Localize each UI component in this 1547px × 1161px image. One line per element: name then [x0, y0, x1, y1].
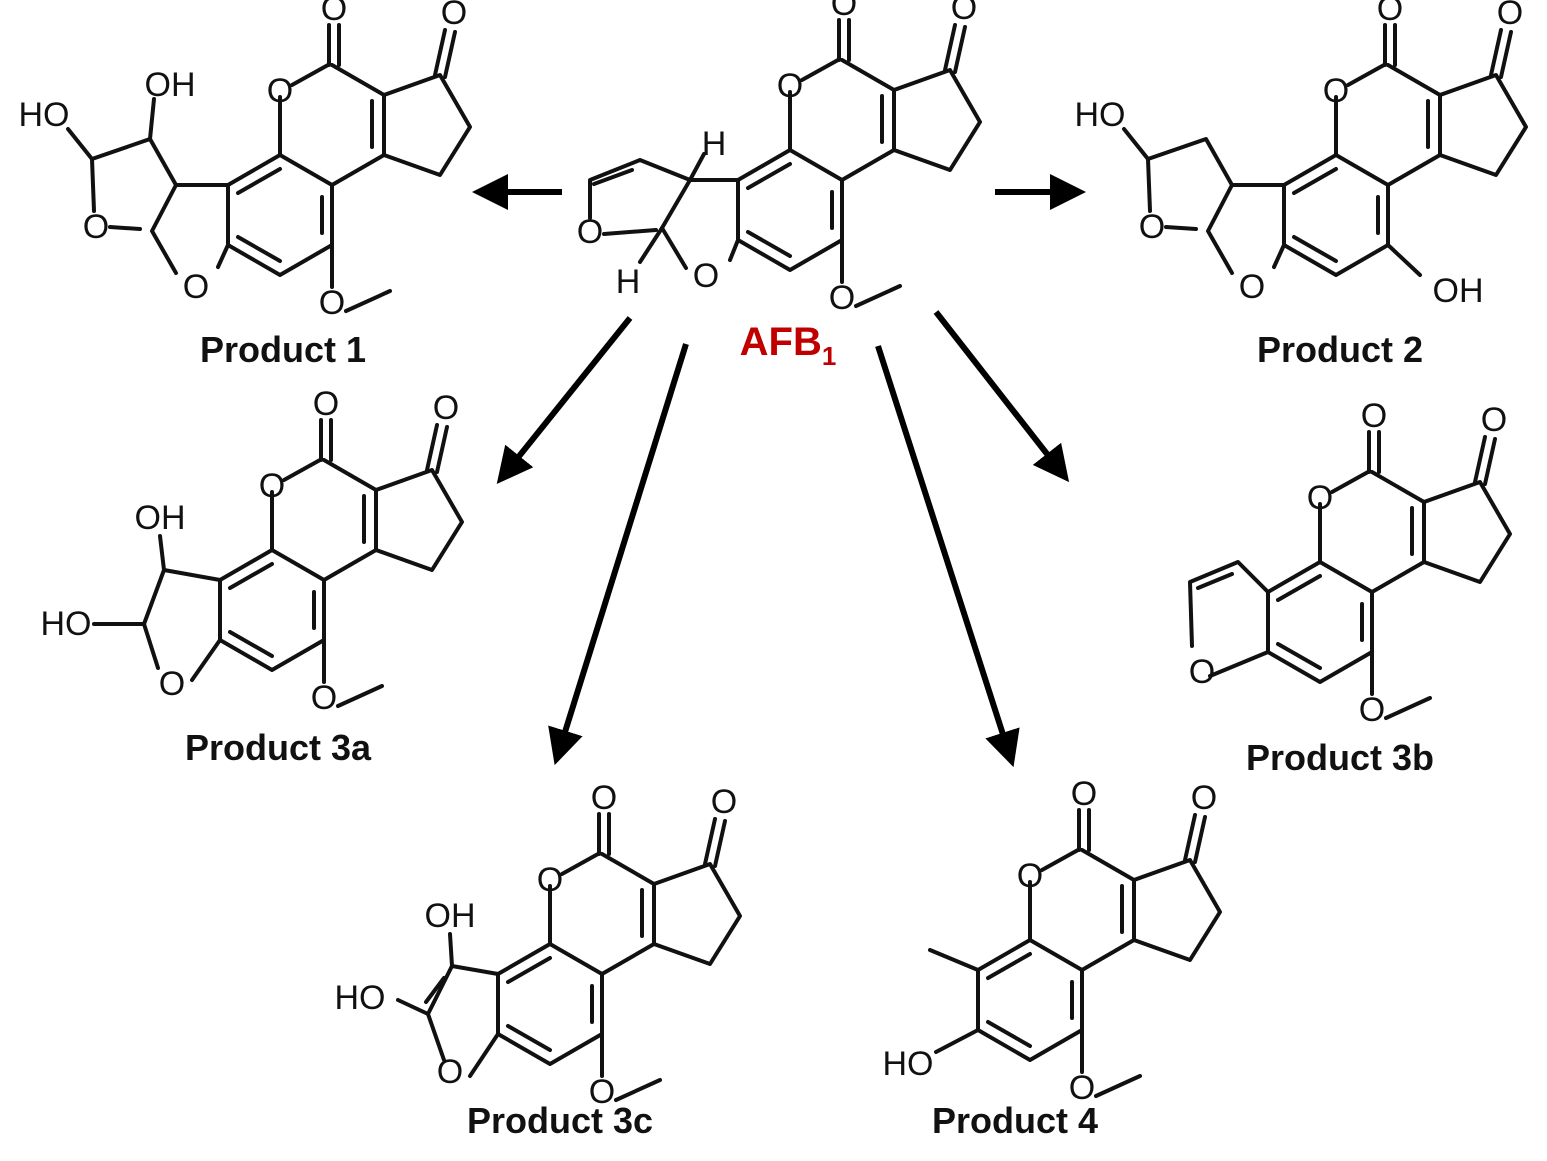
atom-label: OH — [425, 897, 476, 935]
atom-label: O — [437, 1053, 463, 1091]
atom-label: O — [1139, 208, 1165, 246]
atom-label: O — [1323, 72, 1349, 110]
atom-o: O — [577, 213, 603, 251]
atom-o: O — [951, 0, 977, 27]
atom-label: HO — [883, 1045, 934, 1083]
arrow-to-product-3a — [496, 316, 633, 485]
atom-h: H — [702, 125, 727, 163]
product-4-structure: O O O O HO — [883, 775, 1222, 1107]
atom-label: O — [159, 665, 185, 703]
atom-label: O — [1069, 1069, 1095, 1107]
product-1-label: Product 1 — [200, 329, 366, 370]
atom-label: O — [259, 467, 285, 505]
product-1-structure: O O O O O O OH HO — [19, 0, 472, 322]
atom-label: HO — [1075, 96, 1126, 134]
atom-label: O — [1191, 779, 1217, 817]
atom-label: O — [83, 208, 109, 246]
atom-label: O — [433, 389, 459, 427]
atom-label: O — [441, 0, 467, 32]
atom-label: O — [1377, 0, 1403, 28]
product-3b-label: Product 3b — [1246, 737, 1434, 778]
atom-label: O — [1189, 653, 1215, 691]
product-3a-structure: O O O O O OH HO — [41, 385, 464, 717]
atom-label: O — [591, 779, 617, 817]
product-3b-structure: O O O O O — [1188, 397, 1512, 729]
product-3c-label: Product 3c — [467, 1100, 653, 1141]
atom-label: O — [311, 679, 337, 717]
arrow-to-product-3b — [933, 310, 1070, 483]
product-2-structure: O O O OH O O HO — [1075, 0, 1528, 310]
arrow-to-product-4 — [875, 345, 1020, 768]
product-4-label: Product 4 — [932, 1100, 1098, 1141]
atom-label: O — [1071, 775, 1097, 813]
atom-label: O — [1307, 479, 1333, 517]
atom-h: H — [616, 263, 641, 301]
atom-label: O — [537, 861, 563, 899]
atom-o: O — [829, 279, 855, 317]
atom-label: OH — [135, 499, 186, 537]
product-2-label: Product 2 — [1257, 329, 1423, 370]
atom-label: O — [1239, 268, 1265, 306]
atom-label: O — [183, 268, 209, 306]
arrow-to-product-3c — [548, 343, 689, 766]
atom-label: O — [1481, 401, 1507, 439]
atom-label: O — [711, 783, 737, 821]
atom-label: OH — [145, 66, 196, 104]
atom-label: O — [321, 0, 347, 28]
atom-label: O — [1497, 0, 1523, 32]
atom-label: O — [1361, 397, 1387, 435]
atom-o: O — [777, 67, 803, 105]
atom-label: HO — [41, 605, 92, 643]
atom-label: HO — [19, 96, 70, 134]
atom-label: O — [319, 284, 345, 322]
afb1-structure: O O O O O O H H — [577, 0, 982, 317]
atom-label: O — [589, 1073, 615, 1111]
atom-label: O — [313, 385, 339, 423]
product-3c-structure: O O O O O OH HO — [335, 779, 742, 1111]
atom-label: O — [1017, 857, 1043, 895]
atom-label: HO — [335, 979, 386, 1017]
atom-label: OH — [1433, 272, 1484, 310]
product-3a-label: Product 3a — [185, 727, 372, 768]
atom-o: O — [831, 0, 857, 23]
afb1-label: AFB1 — [740, 320, 837, 371]
atom-label: O — [1359, 691, 1385, 729]
atom-label: O — [267, 72, 293, 110]
atom-o: O — [693, 257, 719, 295]
